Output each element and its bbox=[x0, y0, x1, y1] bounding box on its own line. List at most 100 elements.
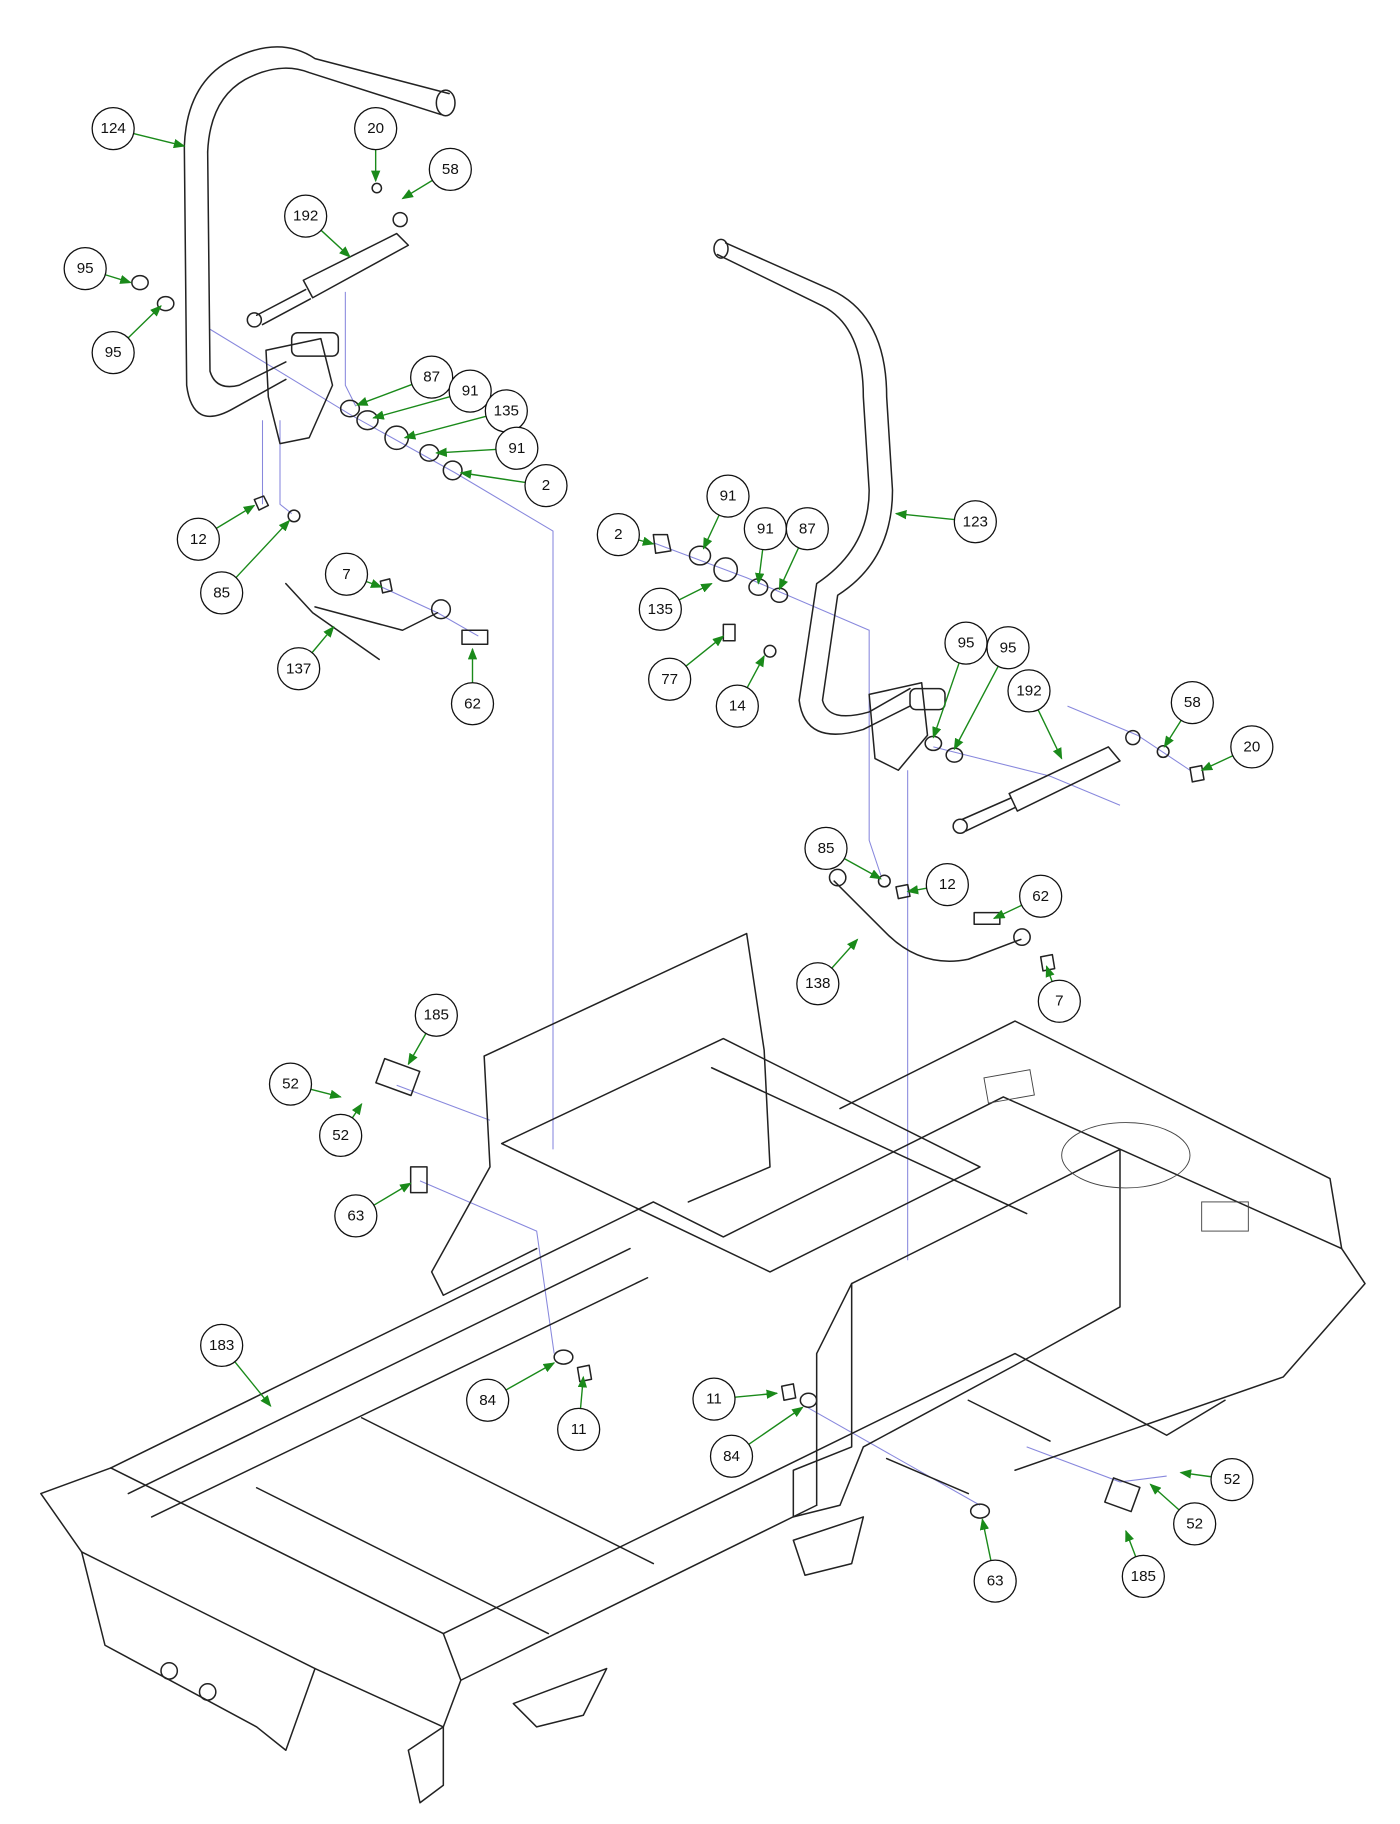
callout-20: 20 bbox=[354, 106, 398, 183]
callout-183: 183 bbox=[200, 1323, 272, 1407]
callout-85: 85 bbox=[804, 826, 882, 880]
callout-label: 20 bbox=[1243, 738, 1260, 755]
leader-arrow bbox=[215, 504, 256, 529]
right-control-rod bbox=[828, 868, 1031, 962]
right-hardware bbox=[652, 533, 1205, 972]
callout-label: 12 bbox=[939, 876, 956, 893]
callout-balloon bbox=[925, 862, 969, 907]
callout-label: 137 bbox=[286, 660, 311, 677]
leader-arrow bbox=[373, 1182, 412, 1206]
callout-77: 77 bbox=[648, 635, 725, 701]
callout-balloon bbox=[200, 1323, 244, 1368]
leader-arrow bbox=[365, 579, 383, 588]
leader-arrow bbox=[234, 1361, 272, 1407]
callout-label: 192 bbox=[293, 208, 318, 225]
leader-arrow bbox=[403, 415, 487, 440]
leader-arrow bbox=[678, 582, 713, 601]
callout-62: 62 bbox=[450, 647, 495, 726]
callout-label: 58 bbox=[1184, 694, 1201, 711]
callout-balloon bbox=[1170, 680, 1214, 725]
callout-20: 20 bbox=[1200, 725, 1274, 771]
callout-label: 14 bbox=[729, 698, 746, 715]
callout-label: 52 bbox=[1186, 1515, 1203, 1532]
callout-balloon bbox=[448, 369, 492, 413]
callout-52: 52 bbox=[319, 1102, 363, 1158]
callout-balloon bbox=[1007, 669, 1051, 713]
callout-balloon bbox=[953, 500, 997, 544]
leader-arrow bbox=[1037, 709, 1063, 760]
callout-label: 62 bbox=[464, 695, 481, 712]
callout-balloon bbox=[709, 1434, 754, 1478]
callout-label: 192 bbox=[1016, 682, 1041, 699]
callout-label: 87 bbox=[423, 369, 440, 386]
callout-2: 2 bbox=[459, 463, 568, 508]
callout-label: 84 bbox=[723, 1448, 740, 1465]
leader-arrow bbox=[401, 179, 433, 200]
callout-balloon bbox=[638, 587, 682, 631]
callout-balloon bbox=[648, 657, 692, 701]
callout-12: 12 bbox=[176, 504, 256, 561]
leader-arrow bbox=[746, 654, 765, 688]
callout-label: 7 bbox=[1055, 993, 1063, 1010]
leader-arrow bbox=[831, 938, 859, 969]
callout-balloon bbox=[495, 426, 539, 470]
callout-balloon bbox=[277, 647, 321, 691]
callout-91: 91 bbox=[435, 426, 539, 470]
callout-label: 91 bbox=[757, 520, 774, 537]
callout-balloon bbox=[450, 682, 495, 726]
left-damper bbox=[246, 211, 410, 328]
leader-arrow bbox=[755, 549, 765, 585]
callout-138: 138 bbox=[796, 938, 859, 1006]
callout-91: 91 bbox=[743, 507, 787, 585]
callout-62: 62 bbox=[992, 874, 1063, 920]
leader-arrow bbox=[953, 665, 999, 751]
leader-arrow bbox=[505, 1362, 556, 1391]
leader-arrow bbox=[685, 635, 725, 667]
callout-label: 91 bbox=[462, 383, 479, 400]
leader-arrow bbox=[459, 469, 526, 484]
callout-label: 52 bbox=[1224, 1471, 1241, 1488]
callout-label: 95 bbox=[958, 635, 975, 652]
callout-11: 11 bbox=[557, 1375, 601, 1452]
callout-12: 12 bbox=[906, 862, 969, 907]
callout-balloon bbox=[796, 962, 840, 1006]
callout-label: 135 bbox=[494, 402, 519, 419]
leader-arrow bbox=[1179, 1469, 1212, 1479]
callout-balloon bbox=[354, 106, 398, 151]
callout-balloon bbox=[1210, 1457, 1254, 1502]
leader-arrow bbox=[702, 514, 720, 550]
leader-arrow bbox=[1045, 965, 1055, 982]
callout-balloon bbox=[557, 1407, 601, 1452]
callout-58: 58 bbox=[401, 147, 472, 200]
callout-balloon bbox=[428, 147, 472, 192]
callout-balloon bbox=[785, 507, 829, 551]
right-control-handle bbox=[713, 238, 946, 772]
callout-label: 95 bbox=[1000, 639, 1017, 656]
leader-arrow bbox=[355, 383, 413, 406]
callout-123: 123 bbox=[894, 500, 997, 544]
callout-label: 77 bbox=[661, 671, 678, 688]
callout-balloon bbox=[804, 826, 848, 871]
callout-11: 11 bbox=[692, 1377, 779, 1421]
callout-balloon bbox=[91, 106, 135, 151]
callout-label: 62 bbox=[1032, 888, 1049, 905]
guide-lines bbox=[209, 291, 1191, 1506]
callout-63: 63 bbox=[334, 1182, 412, 1238]
callout-label: 87 bbox=[799, 520, 816, 537]
callout-95: 95 bbox=[953, 626, 1030, 751]
callout-2: 2 bbox=[596, 512, 655, 557]
leader-arrow bbox=[748, 1406, 804, 1445]
leader-arrow bbox=[407, 1033, 427, 1066]
chassis-frame bbox=[40, 932, 1366, 1804]
leader-arrow bbox=[932, 662, 960, 739]
callout-label: 135 bbox=[648, 601, 673, 618]
callout-balloon bbox=[176, 517, 220, 561]
leader-arrow bbox=[1125, 1529, 1137, 1558]
leader-arrow bbox=[894, 510, 955, 521]
callout-balloon bbox=[692, 1377, 736, 1421]
callout-balloon bbox=[706, 474, 750, 518]
callout-label: 138 bbox=[805, 975, 830, 992]
callout-14: 14 bbox=[715, 654, 765, 728]
callout-balloon bbox=[1037, 979, 1081, 1023]
callout-balloon bbox=[715, 684, 759, 728]
